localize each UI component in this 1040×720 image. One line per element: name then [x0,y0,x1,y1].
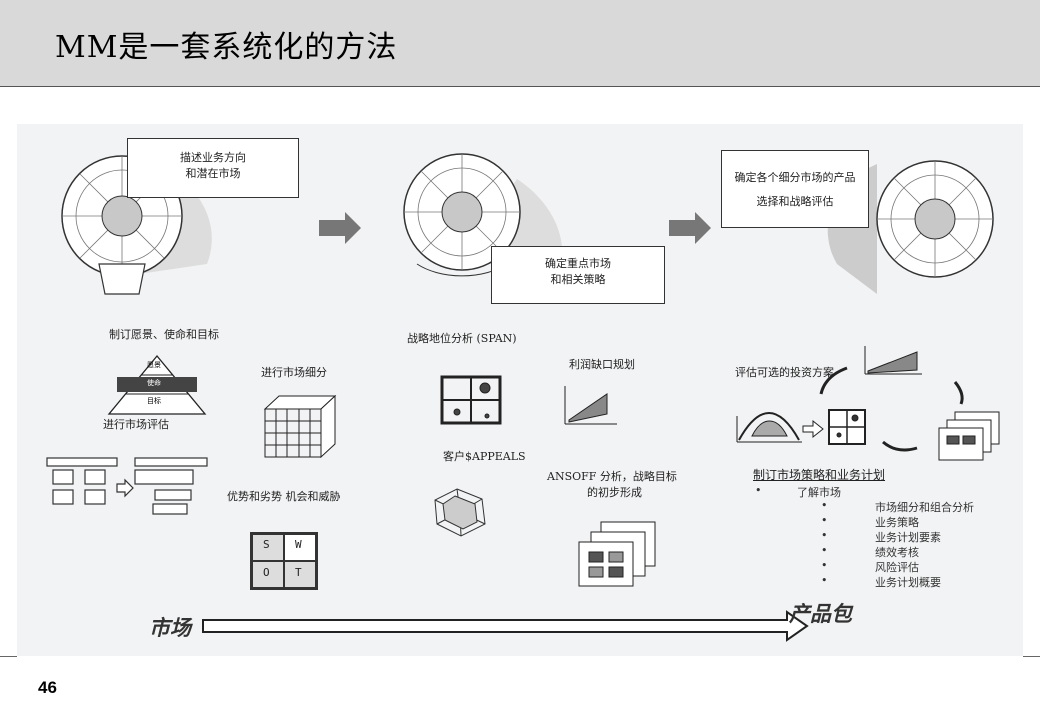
market-to-product-arrow [202,610,809,642]
scanned-diagram: 描述业务方向 和潜在市场 确定重点市场 和相关策略 确定各个细分市场的产品 选择… [17,124,1023,656]
swot-o: O [263,566,270,579]
label-market-assess: 进行市场评估 [103,418,169,431]
segmentation-cube [263,394,337,459]
label-segmentation: 进行市场细分 [261,366,327,379]
label-vision: 制订愿景、使命和目标 [109,328,219,341]
box3-line2: 选择和战略评估 [756,195,834,208]
swot-w: W [295,538,302,551]
box-product-strategy: 确定各个细分市场的产品 选择和战略评估 [721,150,869,228]
slide-title: MM是一套系统化的方法 [55,30,398,65]
label-invest: 评估可选的投资方案 [735,366,834,379]
profit-gap-chart [564,386,617,425]
process-wheel-2 [403,153,563,277]
footer-rule-right [1023,656,1040,657]
span-matrix [440,375,502,425]
label-ansoff-2: 的初步形成 [587,486,642,499]
box2-line1: 确定重点市场 [545,257,611,270]
bottom-label-market: 市场 [149,615,191,640]
swot-t: T [295,566,302,579]
vision-pyramid [107,354,207,415]
box1-line2: 和潜在市场 [185,167,241,180]
label-swot: 优势和劣势 机会和威胁 [227,490,341,503]
bottom-label-product: 产品包 [789,601,852,626]
slide-header: MM是一套系统化的方法 [0,0,1040,87]
appeals-radar [434,488,486,537]
label-span: 战略地位分析 (SPAN) [407,332,517,345]
gray-arrow-2 [669,212,711,244]
swot-grid [250,532,318,590]
gray-arrow-1 [319,212,361,244]
label-plan: 制订市场策略和业务计划 [753,468,886,482]
page-number: 46 [38,678,57,697]
pyramid-mid-label: 使命 [147,379,161,387]
box-key-market: 确定重点市场 和相关策略 [491,246,665,304]
footer-rule-left [0,656,17,657]
box-business-direction: 描述业务方向 和潜在市场 [127,138,299,198]
investment-cycle [736,346,1000,461]
box3-line1: 确定各个细分市场的产品 [734,171,856,184]
swot-s: S [263,538,270,551]
ansoff-stack [578,521,656,587]
pyramid-bottom-label: 目标 [147,397,161,405]
label-gap: 利润缺口规划 [569,358,635,371]
diagram-graphics [46,153,1000,642]
box1-line1: 描述业务方向 [180,151,246,164]
label-appeals: 客户$APPEALS [443,450,526,463]
label-ansoff-1: ANSOFF 分析，战略目标 [547,470,677,483]
market-assessment-flow [46,457,208,515]
pyramid-top-label: 愿景 [147,361,161,369]
box2-line2: 和相关策略 [550,273,606,286]
